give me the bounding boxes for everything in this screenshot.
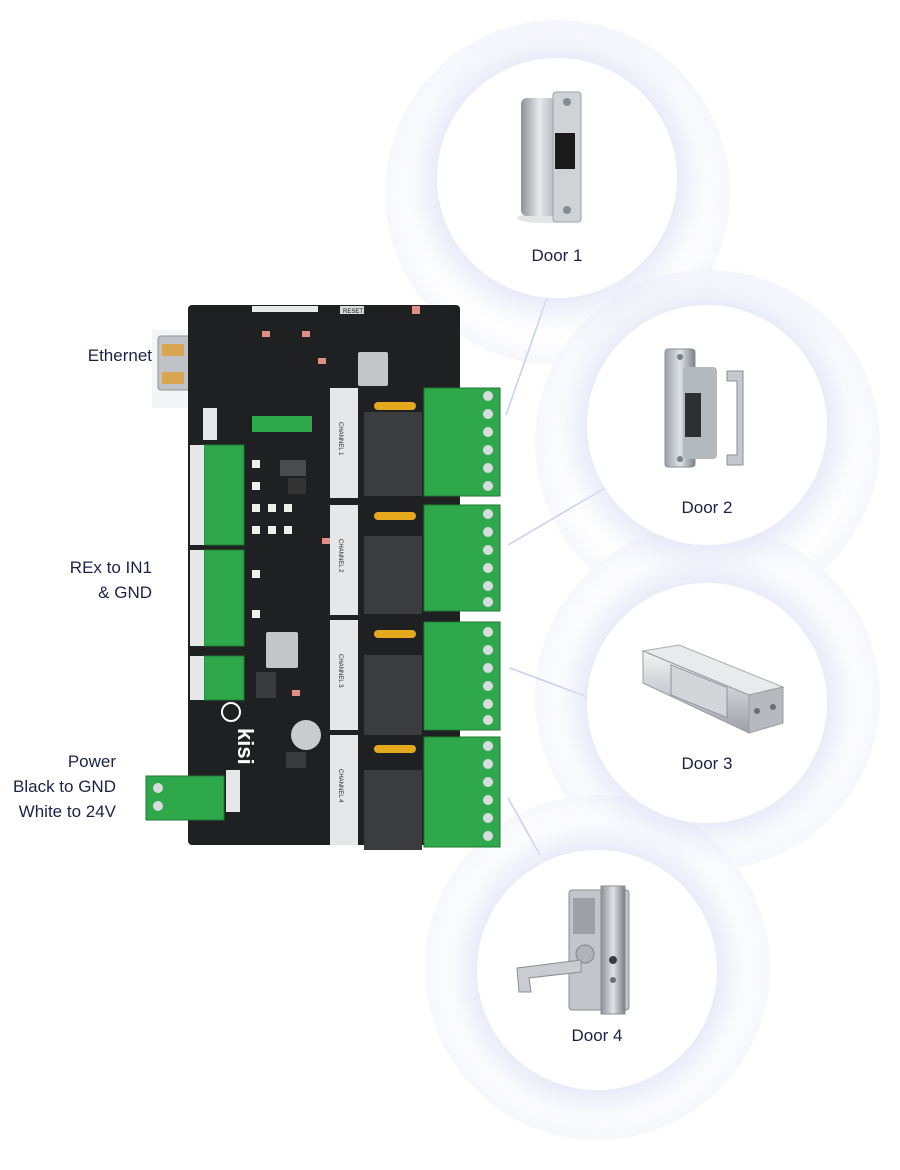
- kisi-logo-text: kisi: [233, 728, 258, 765]
- door-4-card: Door 4: [477, 850, 717, 1090]
- door-2-card: Door 2: [587, 305, 827, 545]
- relay-terminals: [423, 387, 501, 848]
- door-2-label: Door 2: [681, 498, 733, 517]
- rex-label-line2: & GND: [98, 583, 152, 602]
- rex-label-line1: REx to IN1: [69, 558, 152, 577]
- channel-label: CHANNEL 3: [337, 654, 343, 688]
- door-1-card: Door 1: [437, 58, 677, 298]
- door-3-label: Door 3: [681, 754, 733, 773]
- relay-channels: [330, 388, 422, 850]
- input-terminals: [203, 444, 245, 701]
- electric-strike-image: [664, 348, 744, 468]
- ethernet-label: Ethernet: [87, 346, 152, 365]
- channel-label: CHANNEL 1: [337, 422, 343, 456]
- power-label-line3: White to 24V: [18, 802, 116, 821]
- power-connector: [145, 770, 240, 821]
- door-4-label: Door 4: [571, 1026, 623, 1045]
- channel-label: CHANNEL 2: [337, 539, 343, 573]
- magnetic-lock-image: [641, 644, 785, 734]
- power-label-line1: Power: [67, 752, 116, 771]
- door-3-card: Door 3: [587, 583, 827, 823]
- connector-door-1: [505, 294, 549, 416]
- electric-strike-image: [517, 91, 582, 223]
- reset-label: RESET: [343, 309, 363, 315]
- door-1-label: Door 1: [531, 246, 583, 265]
- connector-door-2: [507, 487, 606, 546]
- mortise-lock-image: [516, 885, 630, 1015]
- channel-label: CHANNEL 4: [337, 769, 343, 803]
- power-label-line2: Black to GND: [13, 777, 116, 796]
- connector-door-3: [509, 667, 591, 699]
- connector-door-4: [507, 797, 541, 856]
